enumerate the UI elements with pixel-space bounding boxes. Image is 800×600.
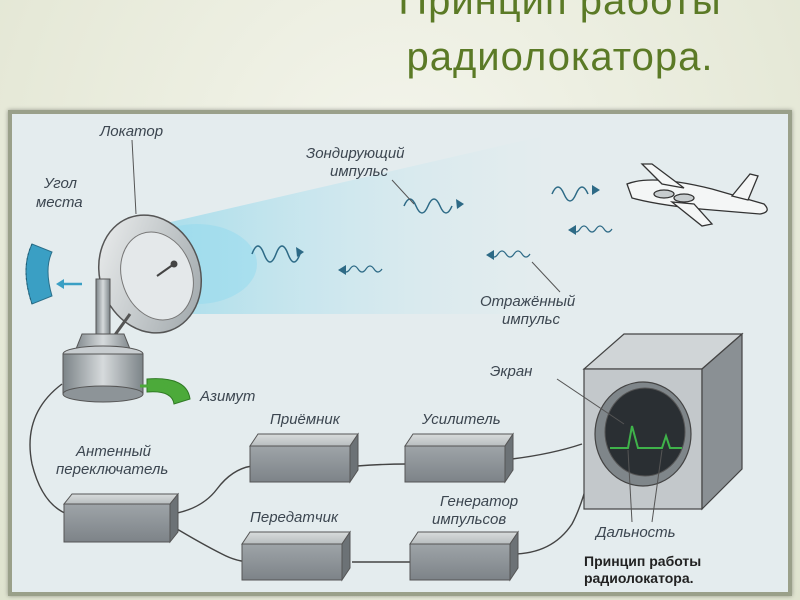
antenna-switch-box [62, 492, 180, 544]
reflected-pulse-2 [489, 250, 531, 258]
probe-pulse-2 [403, 198, 453, 214]
figure-panel: Локатор Угол места Зондирующий импульс О… [12, 114, 788, 592]
slide-title-line-1: Принцип работы [398, 0, 722, 23]
label-elevation-2: места [36, 194, 83, 211]
label-probe-1: Зондирующий [306, 145, 405, 162]
receiver-box [249, 432, 359, 484]
label-amplifier: Усилитель [421, 411, 501, 428]
figure-frame: Локатор Угол места Зондирующий импульс О… [8, 110, 792, 596]
reflected-pointer [531, 261, 561, 293]
label-switch-2: переключатель [56, 461, 168, 478]
probe-pulse-1 [251, 245, 301, 263]
label-reflected-2: импульс [502, 311, 561, 328]
label-elevation-1: Угол [43, 175, 77, 192]
label-locator: Локатор [99, 123, 163, 140]
azimuth-scale [146, 378, 191, 405]
antenna-stand [62, 278, 144, 403]
label-generator-2: импульсов [432, 511, 506, 528]
radar-diagram: Локатор Угол места Зондирующий импульс О… [25, 123, 768, 586]
probe-pulse-3 [551, 186, 589, 202]
probe-pointer [391, 179, 415, 205]
label-receiver: Приёмник [270, 411, 341, 428]
slide-title-line-2: радиолокатора. [406, 35, 714, 79]
label-screen: Экран [490, 363, 532, 380]
screen-trace [610, 425, 682, 449]
caption-line-2: радиолокатора. [584, 570, 694, 586]
amplifier-box [404, 432, 514, 484]
screen-pointer [556, 378, 625, 425]
label-range: Дальность [594, 524, 676, 541]
screen-unit [582, 332, 744, 511]
range-pointer-1 [627, 449, 633, 523]
range-pointer-2 [651, 449, 663, 523]
label-transmitter: Передатчик [250, 509, 339, 526]
locator-pointer [131, 139, 137, 215]
reflected-pulse-1 [571, 225, 613, 233]
radar-beam [162, 134, 552, 314]
label-azimuth: Азимут [199, 388, 255, 405]
pulse-generator-box [409, 530, 519, 582]
transmitter-box [241, 530, 351, 582]
airplane-icon [626, 163, 768, 227]
caption-line-1: Принцип работы [584, 553, 701, 569]
reflected-pulse-3 [341, 265, 383, 273]
label-probe-2: импульс [330, 163, 389, 180]
label-switch-1: Антенный [75, 443, 152, 460]
label-generator-1: Генератор [440, 493, 518, 510]
elevation-scale [25, 243, 53, 305]
radar-dish [97, 214, 203, 340]
label-reflected-1: Отражённый [480, 293, 576, 310]
